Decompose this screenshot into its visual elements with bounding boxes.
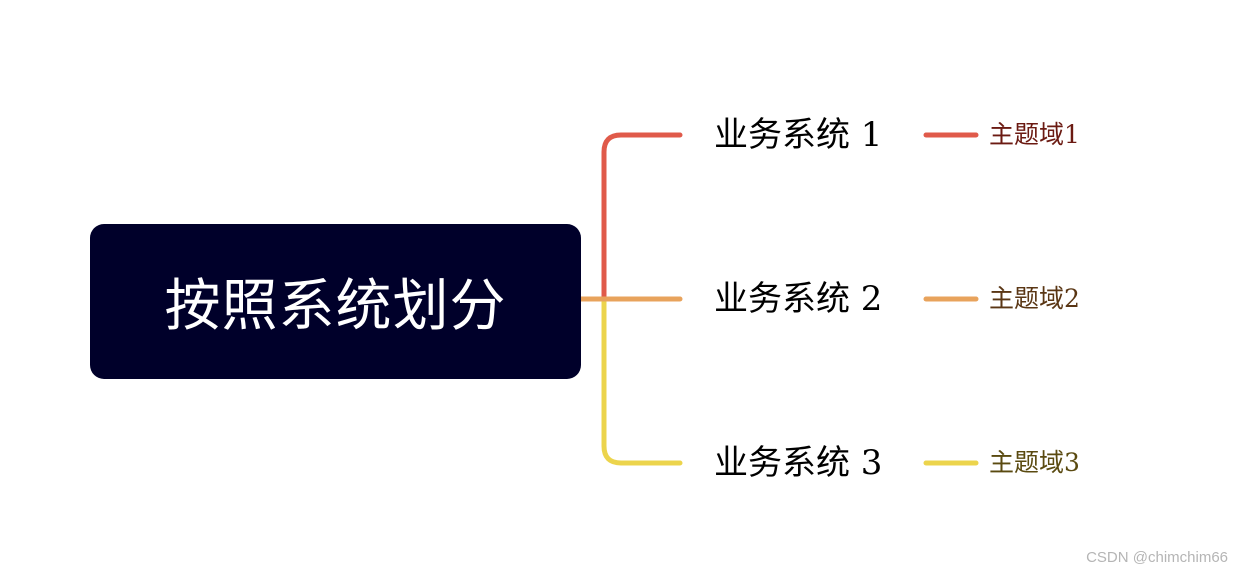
branch-node-1[interactable]: 业务系统 1	[714, 115, 883, 155]
branch-node-2[interactable]: 业务系统 2	[714, 279, 883, 319]
branch-node-3[interactable]: 业务系统 3	[714, 443, 883, 483]
watermark: CSDN @chimchim66	[1086, 549, 1228, 566]
root-node-label: 按照系统划分	[164, 274, 507, 339]
root-node[interactable]: 按照系统划分	[90, 224, 581, 379]
connector-branch-3	[578, 296, 683, 466]
connector-branch-1	[578, 132, 683, 302]
leaf-node-1[interactable]: 主题域1	[989, 120, 1080, 149]
leaf-node-2[interactable]: 主题域2	[989, 284, 1080, 313]
leaf-node-3[interactable]: 主题域3	[989, 448, 1080, 477]
